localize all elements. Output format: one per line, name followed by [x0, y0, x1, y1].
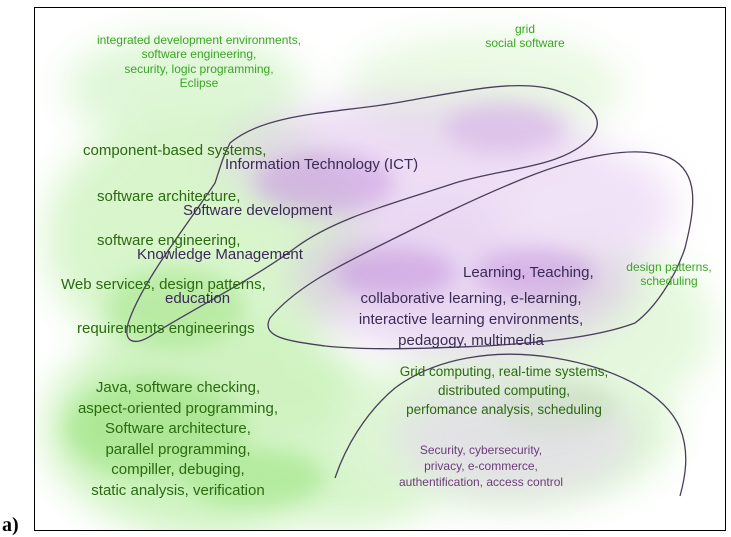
topic-line: parallel programming, — [105, 440, 251, 458]
education-label: education — [165, 290, 231, 307]
grid-topic-label: grid social software — [465, 22, 585, 51]
grid-computing-label: Grid computing, real-time systems, distr… — [373, 363, 635, 420]
web-services-label: Web services, design patterns, — [61, 276, 266, 293]
topic-line: Security, cybersecurity, — [419, 443, 543, 457]
topic-line: distributed computing, — [437, 382, 571, 398]
topic-line: design patterns, — [626, 260, 712, 274]
software-engineering-label: software engineering, — [97, 232, 241, 249]
topic-line: Java, software checking, — [95, 379, 261, 396]
topic-line: grid — [514, 22, 535, 36]
topic-line: Eclipse — [179, 76, 219, 91]
topic-line: perfomance analysis, scheduling — [406, 401, 602, 417]
topic-line: scheduling — [640, 274, 698, 289]
topic-line: aspect-oriented programming, — [77, 399, 279, 417]
ide-topic-label: integrated development environments, sof… — [71, 33, 327, 91]
software-development-label: Software development — [183, 202, 333, 219]
cluster-contours — [126, 84, 694, 497]
contour-top — [126, 84, 598, 342]
topic-line: software engineering, — [141, 47, 257, 62]
java-topic-label: Java, software checking, aspect-oriented… — [65, 378, 291, 501]
software-architecture-label: software architecture, — [97, 188, 241, 205]
collaborative-learning-label: collaborative learning, e-learning, inte… — [333, 288, 609, 351]
topic-line: integrated development environments, — [96, 33, 302, 47]
purple-density-region — [225, 98, 675, 498]
topic-line: social software — [485, 36, 565, 51]
panel-label: a) — [2, 514, 19, 536]
topic-line: pedagogy, multimedia — [398, 332, 544, 349]
topic-line: compiller, debuging, — [111, 461, 245, 479]
learning-teaching-label: Learning, Teaching, — [463, 264, 594, 281]
topic-line: interactive learning environments, — [358, 311, 584, 328]
requirements-label: requirements engineerings — [77, 320, 255, 337]
topic-line: privacy, e-commerce, — [424, 459, 538, 474]
density-map — [45, 33, 715, 530]
topic-line: Grid computing, real-time systems, — [399, 364, 609, 379]
topic-line: Software architecture, — [105, 420, 251, 438]
security-topic-label: Security, cybersecurity, privacy, e-comm… — [381, 442, 581, 491]
component-based-label: component-based systems, — [83, 142, 267, 159]
purple-density-core — [255, 103, 595, 298]
knowledge-management-label: Knowledge Management — [137, 246, 303, 263]
contour-bottom — [334, 353, 687, 497]
contour-middle — [267, 151, 694, 350]
map-frame: integrated development environments, sof… — [34, 7, 726, 531]
topic-line: security, logic programming, — [124, 61, 274, 76]
information-technology-label: Information Technology (ICT) — [225, 156, 419, 173]
topic-line: authentification, access control — [398, 475, 564, 490]
topic-line: collaborative learning, e-learning, — [360, 290, 582, 307]
topic-line: static analysis, verification — [91, 481, 265, 499]
design-patterns-label: design patterns, scheduling — [613, 260, 725, 289]
